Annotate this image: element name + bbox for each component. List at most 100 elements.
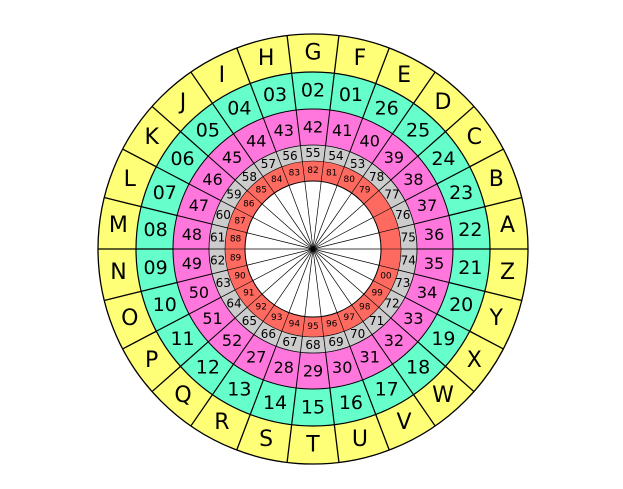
ring-divider [436,166,471,185]
ring-divider [378,307,392,319]
ring-divider [246,190,263,205]
ring-label-letters: V [397,410,412,435]
ring-divider [302,316,306,337]
ring-divider [329,73,335,111]
ring-divider [325,109,331,146]
ring-label-numbers-01-26: 24 [431,148,455,170]
ring-label-letters: Y [489,306,504,331]
ring-divider [362,379,377,415]
ring-divider [336,312,345,332]
ring-divider [390,155,419,181]
ring-divider [246,293,263,308]
center-spoke [312,248,352,306]
ring-divider [363,293,380,308]
ring-divider [417,341,446,367]
ring-label-numbers-01-26: 10 [153,294,177,316]
ring-label-numbers-01-26: 26 [375,98,399,120]
ring-label-numbers-27-52: 35 [424,254,444,273]
ring-divider [211,102,234,135]
ring-divider [262,176,275,194]
ring-label-numbers-53-74: 72 [384,297,399,311]
ring-label-letters: K [144,125,159,150]
ring-divider [176,215,213,225]
ring-label-letters: A [500,213,515,238]
ring-label-numbers-79-00: 96 [326,320,338,330]
ring-label-numbers-27-52: 30 [332,358,352,377]
ring-divider [390,289,406,298]
ring-label-numbers-01-26: 21 [458,257,482,279]
ring-divider [253,321,264,335]
ring-divider [176,273,213,283]
ring-label-letters: P [145,348,158,373]
ring-label-letters: T [305,433,320,458]
ring-divider [404,296,438,315]
ring-divider [236,414,251,451]
ring-label-numbers-27-52: 36 [424,225,444,244]
ring-label-numbers-01-26: 13 [227,378,251,400]
ring-divider [378,227,399,234]
ring-divider [413,215,450,225]
ring-divider [445,105,475,133]
ring-divider [207,317,236,343]
ring-label-numbers-79-00: 93 [271,313,282,323]
ring-divider [249,379,264,415]
ring-label-numbers-79-00: 97 [344,313,355,323]
ring-label-numbers-53-74: 56 [282,149,297,163]
ring-divider [220,289,236,298]
ring-divider [362,163,373,177]
ring-label-numbers-01-26: 12 [196,357,220,379]
ring-label-numbers-79-00: 98 [359,302,371,312]
ring-label-numbers-53-74: 62 [210,254,225,268]
ring-divider [320,316,324,337]
ring-label-letters: S [259,427,273,452]
ring-divider [413,394,436,427]
center-spoke [312,203,365,250]
ring-divider [413,71,436,104]
ring-label-numbers-53-74: 74 [401,254,416,268]
ring-label-numbers-53-74: 67 [282,335,297,349]
ring-divider [398,223,415,229]
ring-label-numbers-79-00: 90 [234,272,246,282]
ring-divider [484,290,522,302]
ring-label-letters: C [467,125,482,150]
center-spoke [261,203,314,250]
ring-label-numbers-53-74: 73 [395,276,410,290]
ring-label-numbers-27-52: 51 [202,309,222,328]
ring-divider [392,102,415,135]
ring-label-numbers-01-26: 23 [449,182,473,204]
ring-label-numbers-27-52: 33 [403,309,423,328]
ring-divider [375,414,390,451]
ring-divider [323,145,326,162]
ring-divider [417,131,446,157]
ring-label-numbers-01-26: 03 [263,84,287,106]
ring-divider [281,312,290,332]
ring-divider [378,264,399,271]
ring-divider [295,109,301,146]
ring-label-numbers-01-26: 18 [406,357,430,379]
ring-label-numbers-27-52: 39 [384,148,404,167]
ring-divider [180,131,209,157]
center-spokes [244,180,382,318]
ring-divider [343,151,351,167]
ring-divider [336,166,345,186]
ring-label-letters: R [214,410,229,435]
ring-label-letters: Q [174,383,191,408]
ring-divider [390,200,406,209]
ring-label-numbers-01-26: 17 [375,378,399,400]
center-spoke [312,248,365,295]
ring-divider [234,280,253,291]
ring-label-letters: L [124,167,137,192]
ring-divider [373,280,392,291]
ring-divider [227,227,248,234]
ring-label-numbers-79-00: 99 [371,288,383,298]
ring-divider [262,346,277,381]
ring-label-numbers-53-74: 69 [328,335,343,349]
ring-divider [122,330,157,350]
ring-label-numbers-27-52: 38 [403,170,423,189]
ring-label-numbers-01-26: 25 [406,119,430,141]
ring-divider [190,394,213,427]
center-spoke [312,248,338,313]
ring-divider [448,206,486,217]
ring-divider [188,183,222,202]
